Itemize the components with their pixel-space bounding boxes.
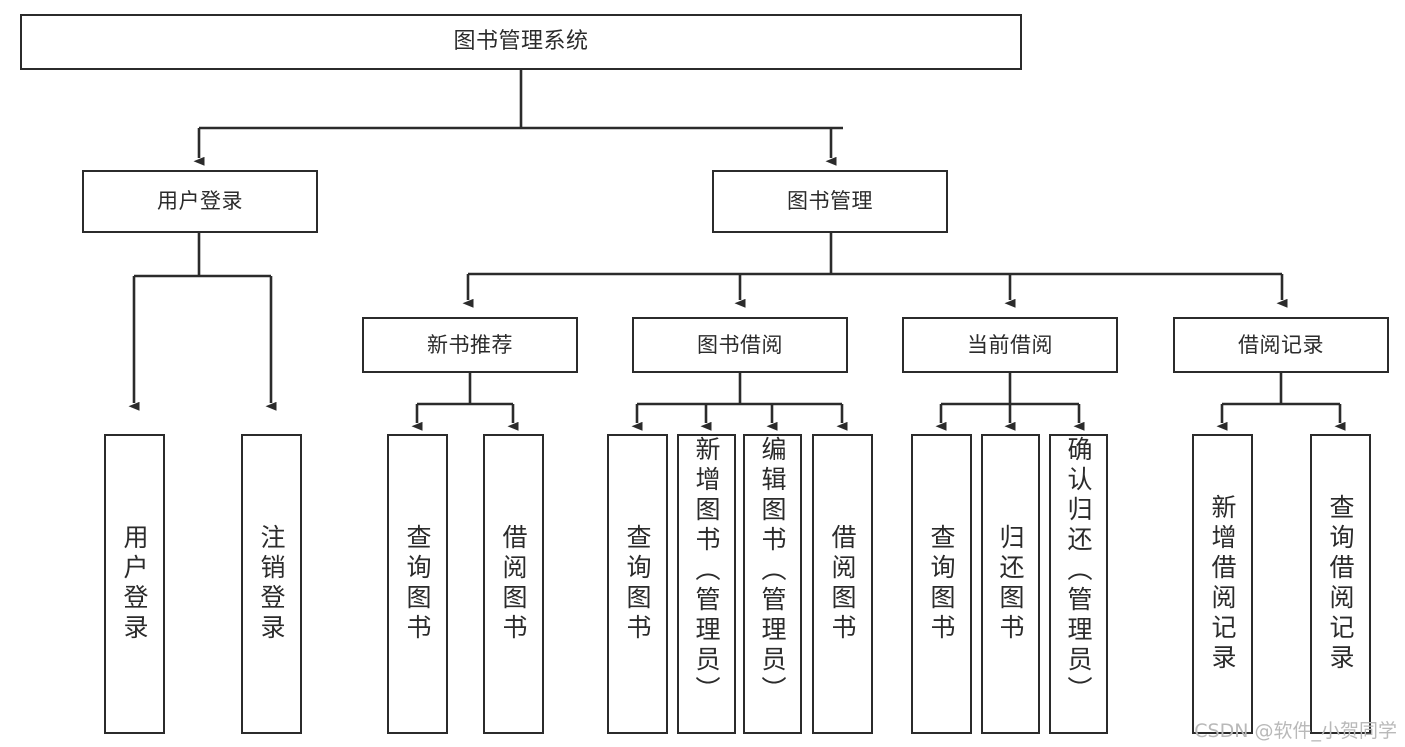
leaf-user-login-signin[interactable]: 用户登录 <box>104 434 165 734</box>
node-label: 图书管理系统 <box>453 29 589 55</box>
node-borrow-record[interactable]: 借阅记录 <box>1173 317 1389 373</box>
leaf-current-borrow-confirm-return-admin[interactable]: 确认归还（管理员） <box>1049 434 1108 734</box>
node-label: 用户登录 <box>157 189 243 214</box>
leaf-new-book-query-book[interactable]: 查询图书 <box>387 434 448 734</box>
node-label: 查询图书 <box>403 524 432 644</box>
leaf-book-borrow-query-book[interactable]: 查询图书 <box>607 434 668 734</box>
leaf-borrow-record-query-record[interactable]: 查询借阅记录 <box>1310 434 1371 734</box>
node-label: 注销登录 <box>257 524 286 644</box>
node-current-borrow[interactable]: 当前借阅 <box>902 317 1118 373</box>
node-book-borrow[interactable]: 图书借阅 <box>632 317 848 373</box>
csdn-watermark: CSDN @软件_小贺同学 <box>1194 720 1397 742</box>
node-label: 查询借阅记录 <box>1326 494 1355 674</box>
node-label: 用户登录 <box>120 524 149 644</box>
leaf-book-borrow-edit-book-admin[interactable]: 编辑图书（管理员） <box>743 434 802 734</box>
node-label: 借阅记录 <box>1238 332 1324 357</box>
node-label: 借阅图书 <box>499 524 528 644</box>
node-label: 当前借阅 <box>967 332 1053 357</box>
node-label: 新增借阅记录 <box>1208 494 1237 674</box>
leaf-current-borrow-query-book[interactable]: 查询图书 <box>911 434 972 734</box>
node-label: 图书借阅 <box>697 332 783 357</box>
node-label: 借阅图书 <box>828 524 857 644</box>
node-root-book-management-system[interactable]: 图书管理系统 <box>20 14 1022 70</box>
node-label: 查询图书 <box>927 524 956 644</box>
node-label: 归还图书 <box>996 524 1025 644</box>
node-user-login[interactable]: 用户登录 <box>82 170 318 233</box>
leaf-borrow-record-add-record[interactable]: 新增借阅记录 <box>1192 434 1253 734</box>
node-label: 新书推荐 <box>427 332 513 357</box>
leaf-user-login-signout[interactable]: 注销登录 <box>241 434 302 734</box>
leaf-current-borrow-return-book[interactable]: 归还图书 <box>981 434 1040 734</box>
node-label: 编辑图书（管理员） <box>758 436 787 706</box>
leaf-book-borrow-add-book-admin[interactable]: 新增图书（管理员） <box>677 434 736 734</box>
node-new-book-recommend[interactable]: 新书推荐 <box>362 317 578 373</box>
leaf-new-book-borrow-book[interactable]: 借阅图书 <box>483 434 544 734</box>
node-label: 确认归还（管理员） <box>1064 436 1093 706</box>
node-label: 图书管理 <box>787 189 873 214</box>
node-label: 查询图书 <box>623 524 652 644</box>
leaf-book-borrow-borrow-book[interactable]: 借阅图书 <box>812 434 873 734</box>
node-label: 新增图书（管理员） <box>692 436 721 706</box>
node-book-management[interactable]: 图书管理 <box>712 170 948 233</box>
